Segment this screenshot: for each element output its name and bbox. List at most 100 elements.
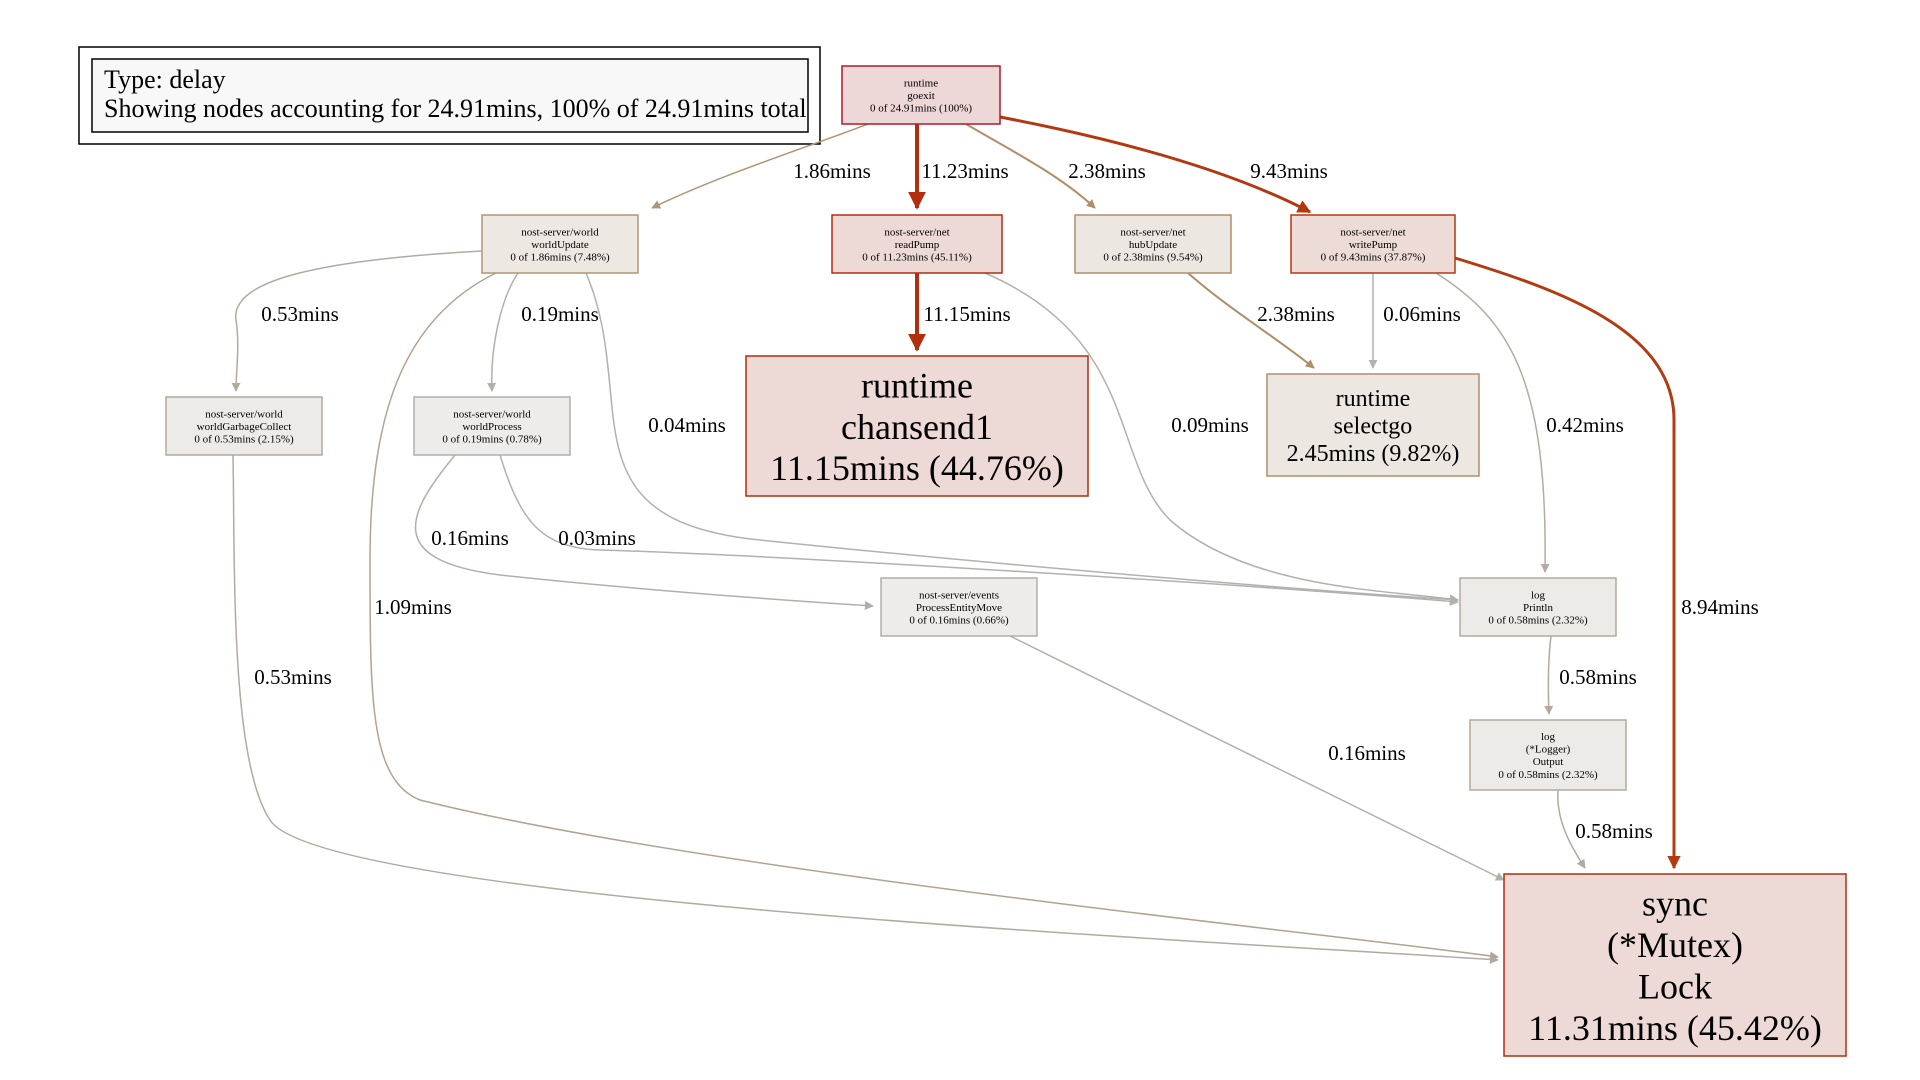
node-label-line: nost-server/net [1120, 226, 1185, 238]
node-box [481, 214, 639, 274]
edge-label: 0.04mins [648, 413, 726, 437]
node-label-line: 0 of 11.23mins (45.11%) [862, 252, 972, 264]
edges-layer [231, 115, 1681, 964]
edge-labels-layer: 1.86mins 11.23mins 2.38mins 9.43mins 11.15mi… [254, 159, 1759, 843]
edge-label: 9.43mins [1250, 159, 1328, 183]
edge-label: 0.58mins [1575, 819, 1653, 843]
node-label-line: nost-server/events [919, 589, 999, 601]
edge-label: 0.09mins [1171, 413, 1249, 437]
edge-worldGarbageCollect-to-mutexLock[interactable] [232, 454, 1499, 964]
edge-label: 1.09mins [374, 595, 452, 619]
node-label-line: selectgo [1334, 414, 1413, 440]
edge-processEntityMove-to-mutexLock[interactable] [1009, 635, 1505, 881]
node-label-line: worldUpdate [531, 239, 589, 251]
edge-label: 2.38mins [1257, 302, 1335, 326]
node-label-line: nost-server/world [521, 226, 599, 238]
edge-worldUpdate-to-worldGarbageCollect[interactable] [231, 250, 483, 392]
legend-summary: Showing nodes accounting for 24.91mins, … [104, 94, 807, 123]
node-label-line: worldGarbageCollect [197, 421, 292, 433]
edge-label: 11.23mins [921, 159, 1008, 183]
node-label-line: 11.31mins (45.42%) [1528, 1008, 1822, 1048]
node-label-line: nost-server/world [205, 408, 283, 420]
node-label-line: log [1531, 589, 1546, 601]
node-label-line: (*Mutex) [1607, 925, 1743, 965]
edge-worldUpdate-to-worldProcess[interactable] [487, 272, 519, 392]
node-box [413, 396, 571, 456]
node-box [1503, 873, 1847, 1057]
edge-label: 0.42mins [1546, 413, 1624, 437]
edge-label: 0.19mins [521, 302, 599, 326]
node-label-line: 0 of 24.91mins (100%) [870, 103, 972, 115]
node-label-line: readPump [895, 239, 940, 251]
edge-worldProcess-to-processEntityMove[interactable] [414, 454, 874, 610]
node-box [831, 214, 1003, 274]
node-box [1459, 577, 1617, 637]
edge-label: 0.03mins [558, 526, 636, 550]
edge-readPump-to-println[interactable] [984, 272, 1459, 604]
node-label-line: sync [1642, 884, 1708, 924]
node-label-line: ProcessEntityMove [916, 602, 1002, 614]
node-label-line: 2.45mins (9.82%) [1287, 441, 1460, 467]
node-label-line: 0 of 0.53mins (2.15%) [194, 434, 294, 446]
node-label-line: nost-server/world [453, 408, 531, 420]
node-label-line: hubUpdate [1129, 239, 1177, 251]
node-label-line: log [1541, 731, 1556, 743]
node-label-line: 0 of 1.86mins (7.48%) [510, 252, 610, 264]
edge-goexit-to-worldUpdate[interactable] [651, 123, 869, 209]
node-label-line: Lock [1638, 966, 1712, 1006]
node-label-line: 11.15mins (44.76%) [770, 448, 1064, 488]
edge-label: 1.86mins [793, 159, 871, 183]
edge-worldProcess-to-println[interactable] [499, 454, 1459, 606]
node-label-line: 0 of 2.38mins (9.54%) [1103, 252, 1203, 264]
edge-label: 0.53mins [254, 665, 332, 689]
node-label-line: writePump [1349, 239, 1398, 251]
edge-goexit-to-hubUpdate[interactable] [965, 123, 1096, 209]
edge-writePump-to-mutexLock[interactable] [1454, 256, 1681, 870]
node-box [880, 577, 1038, 637]
edge-label: 0.53mins [261, 302, 339, 326]
node-label-line: runtime [904, 77, 938, 89]
node-label-line: worldProcess [462, 421, 521, 433]
node-label-line: runtime [1336, 386, 1411, 412]
edge-hubUpdate-to-selectgo[interactable] [1187, 272, 1315, 369]
node-label-line: nost-server/net [884, 226, 949, 238]
edge-worldUpdate-to-println[interactable] [585, 272, 1459, 604]
node-box [1290, 214, 1456, 274]
legend-box: Type: delay Showing nodes accounting for… [78, 46, 821, 145]
edge-label: 8.94mins [1681, 595, 1759, 619]
edge-label: 11.15mins [923, 302, 1010, 326]
node-label-line: Output [1533, 756, 1564, 768]
node-label-line: Println [1523, 602, 1553, 614]
node-box [1074, 214, 1232, 274]
node-box [165, 396, 323, 456]
edge-label: 0.16mins [1328, 741, 1406, 765]
edge-worldUpdate-to-mutexLock[interactable] [369, 272, 1499, 961]
edge-loggerOutput-to-mutexLock[interactable] [1557, 789, 1586, 869]
node-label-line: 0 of 9.43mins (37.87%) [1321, 252, 1426, 264]
node-label-line: chansend1 [841, 407, 993, 447]
edge-println-to-loggerOutput[interactable] [1544, 635, 1554, 715]
node-label-line: 0 of 0.16mins (0.66%) [909, 615, 1009, 627]
edge-goexit-to-writePump[interactable] [999, 115, 1312, 214]
node-label-line: 0 of 0.58mins (2.32%) [1498, 769, 1598, 781]
node-label-line: 0 of 0.58mins (2.32%) [1488, 615, 1588, 627]
node-label-line: 0 of 0.19mins (0.78%) [442, 434, 542, 446]
edge-writePump-to-println[interactable] [1435, 272, 1550, 573]
node-box [1469, 719, 1627, 791]
legend-type: Type: delay [104, 65, 226, 94]
node-label-line: runtime [861, 365, 973, 405]
